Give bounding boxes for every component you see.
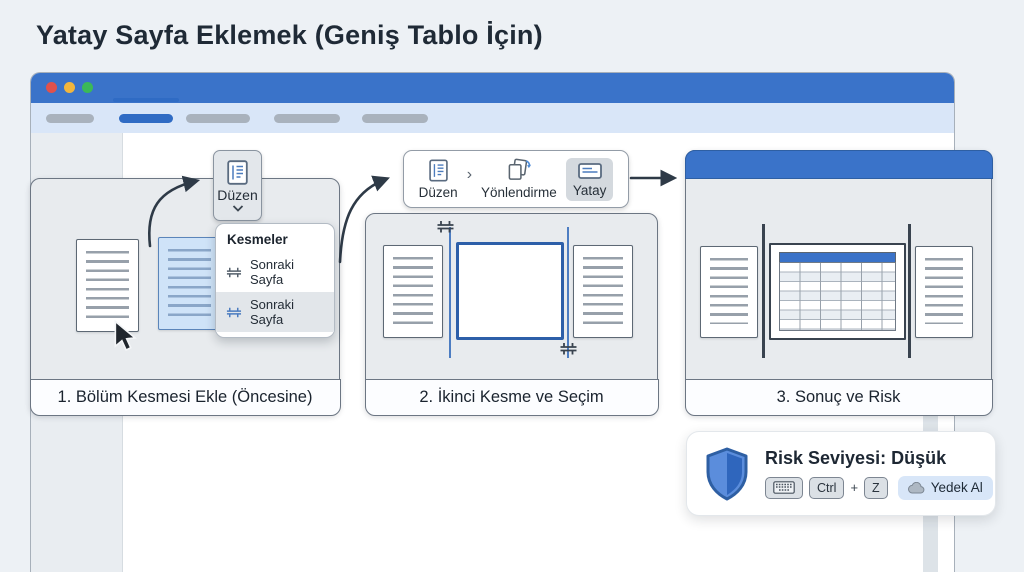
backup-button[interactable]: Yedek Al bbox=[897, 475, 993, 500]
orientation-toolbar: Düzen › Yönlendirme Yatay bbox=[403, 150, 629, 208]
ribbon-tab[interactable] bbox=[46, 114, 94, 123]
duzen-button-label: Düzen bbox=[217, 186, 258, 203]
portrait-page-thumbnail bbox=[915, 246, 973, 338]
undo-shortcut-row: Ctrl + Z Yedek Al bbox=[765, 475, 993, 500]
toolbar-label: Düzen bbox=[418, 184, 458, 200]
section-break-mark-icon bbox=[437, 221, 454, 233]
step3-caption: 3. Sonuç ve Risk bbox=[684, 378, 993, 416]
toolbar-duzen[interactable]: Düzen bbox=[418, 158, 458, 200]
keyboard-icon bbox=[773, 481, 795, 494]
portrait-page-thumbnail bbox=[383, 245, 443, 338]
risk-level-text: Risk Seviyesi: Düşük bbox=[765, 447, 947, 468]
minimize-window-icon[interactable] bbox=[64, 82, 75, 93]
ribbon-tab[interactable] bbox=[186, 114, 250, 123]
portrait-page-thumbnail bbox=[573, 245, 633, 338]
menu-item-label: Sonraki Sayfa bbox=[249, 257, 295, 287]
cloud-icon bbox=[907, 481, 925, 493]
section-break-icon bbox=[226, 267, 242, 277]
close-window-icon[interactable] bbox=[46, 82, 57, 93]
landscape-page-icon bbox=[577, 162, 602, 179]
keyboard-icon-key bbox=[765, 476, 803, 499]
step1-caption: 1. Bölüm Kesmesi Ekle (Öncesine) bbox=[29, 378, 341, 416]
menu-item-sonraki-sayfa-highlighted[interactable]: Sonraki Sayfa bbox=[216, 292, 334, 332]
duzen-button[interactable]: Düzen bbox=[213, 150, 262, 221]
zoom-window-icon[interactable] bbox=[82, 82, 93, 93]
active-tab-underline bbox=[113, 98, 179, 102]
plus-sign: + bbox=[850, 480, 859, 495]
page-layout-icon bbox=[428, 158, 448, 182]
ribbon-tab[interactable] bbox=[362, 114, 428, 123]
z-key: Z bbox=[864, 476, 888, 499]
dropdown-header: Kesmeler bbox=[227, 232, 288, 247]
menu-item-sonraki-sayfa[interactable]: Sonraki Sayfa bbox=[216, 252, 334, 292]
shield-icon bbox=[706, 447, 748, 500]
landscape-table-page bbox=[769, 243, 906, 340]
section-break-line bbox=[567, 227, 569, 358]
ribbon-bar bbox=[31, 103, 954, 133]
section-break-icon bbox=[226, 307, 242, 317]
mouse-cursor-icon bbox=[114, 320, 137, 352]
table-grid bbox=[779, 262, 896, 331]
toolbar-yatay-selected[interactable]: Yatay bbox=[565, 157, 614, 201]
orientation-rotate-icon bbox=[508, 158, 532, 180]
backup-button-label: Yedek Al bbox=[930, 480, 983, 495]
chevron-down-icon bbox=[232, 204, 243, 212]
section-break-mark-icon bbox=[560, 343, 577, 355]
page-title: Yatay Sayfa Eklemek (Geniş Tablo İçin) bbox=[36, 20, 543, 50]
menu-item-label: Sonraki Sayfa bbox=[249, 297, 295, 327]
ribbon-tab[interactable] bbox=[274, 114, 340, 123]
section-break-line bbox=[449, 227, 451, 358]
page-layout-icon bbox=[227, 159, 248, 185]
page-divider bbox=[762, 224, 765, 358]
step2-caption: 2. İkinci Kesme ve Seçim bbox=[364, 378, 659, 416]
risk-card: Risk Seviyesi: Düşük Ctrl + Z Yedek Al bbox=[686, 431, 996, 516]
page-divider bbox=[908, 224, 911, 358]
ctrl-key: Ctrl bbox=[809, 476, 845, 499]
kesmeler-dropdown: Kesmeler Sonraki Sayfa Sonraki Sayfa bbox=[215, 223, 335, 338]
toolbar-label: Yönlendirme bbox=[481, 185, 557, 200]
window-titlebar bbox=[31, 73, 954, 103]
result-window-titlebar bbox=[684, 149, 993, 179]
portrait-page-thumbnail bbox=[76, 239, 139, 332]
chevron-right-separator: › bbox=[466, 166, 473, 183]
selected-page-thumbnail bbox=[158, 237, 221, 330]
toolbar-yonlendirme[interactable]: Yönlendirme bbox=[481, 158, 557, 200]
toolbar-label: Yatay bbox=[572, 182, 607, 198]
ribbon-tab-active[interactable] bbox=[119, 114, 173, 123]
landscape-page-selection bbox=[456, 242, 564, 340]
portrait-page-thumbnail bbox=[700, 246, 758, 338]
